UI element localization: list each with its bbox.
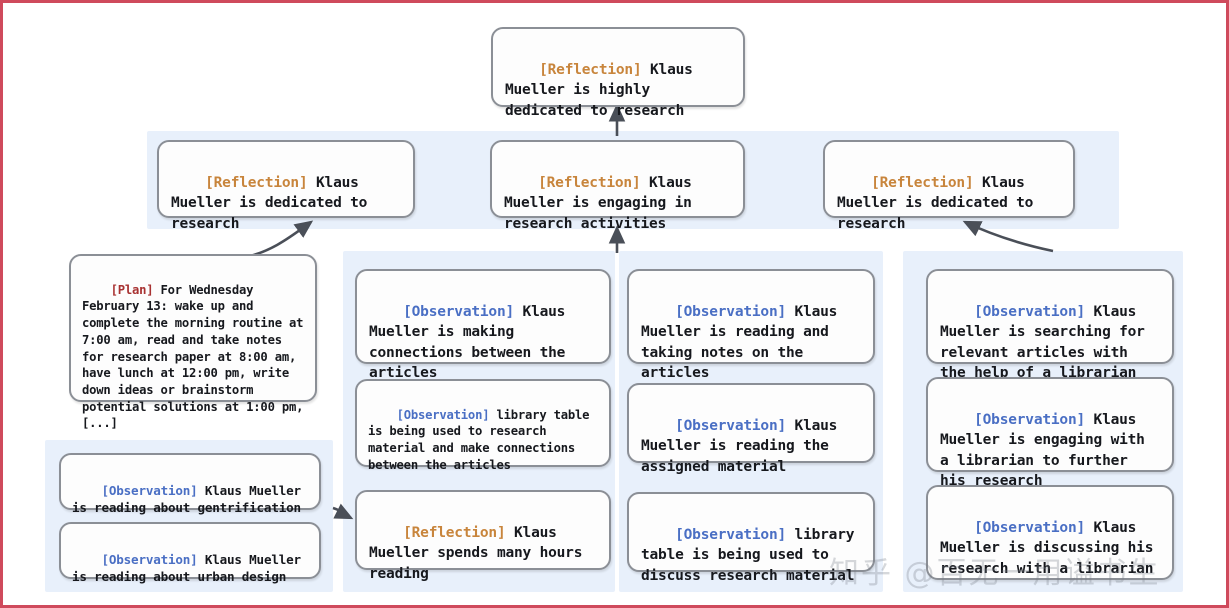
observation-tag: [Observation] — [974, 411, 1086, 428]
reflection-tag: [Reflection] — [403, 524, 506, 541]
node-obs-col2-2[interactable]: [Observation] Klaus Mueller is reading t… — [627, 383, 875, 475]
node-text: Klaus Mueller is reading about gentrific… — [72, 482, 309, 516]
watermark: 知乎 @百无一用谥书生 — [829, 556, 1161, 591]
node-text: Klaus Mueller spends many hours reading — [369, 524, 591, 582]
node-text: Klaus Mueller is discussing his research… — [940, 519, 1162, 577]
node-text: Klaus Mueller is reading and taking note… — [641, 303, 846, 382]
observation-tag: [Observation] — [974, 303, 1086, 320]
node-plan[interactable]: [Plan] For Wednesday February 13: wake u… — [69, 254, 317, 430]
observation-tag: [Observation] — [101, 551, 198, 567]
node-text: For Wednesday February 13: wake up and c… — [82, 282, 311, 431]
node-text: Klaus Mueller is dedicated to research — [171, 174, 376, 232]
node-obs-col3-2[interactable]: [Observation] Klaus Mueller is engaging … — [926, 377, 1174, 489]
reflection-tag: [Reflection] — [538, 174, 641, 191]
reflection-tag: [Reflection] — [205, 174, 308, 191]
node-text: library table is being used to research … — [368, 407, 597, 472]
node-text: Klaus Mueller is dedicated to research — [837, 174, 1042, 232]
node-text: Klaus Mueller is reading the assigned ma… — [641, 417, 846, 475]
node-obs-col2-3[interactable]: [Observation] library table is being use… — [627, 492, 875, 584]
observation-tag: [Observation] — [101, 482, 198, 498]
node-mid-reflection-center[interactable]: [Reflection] Klaus Mueller is engaging i… — [490, 140, 745, 232]
node-mid-reflection-right[interactable]: [Reflection] Klaus Mueller is dedicated … — [823, 140, 1075, 232]
observation-tag: [Observation] — [396, 407, 490, 422]
node-text: library table is being used to discuss r… — [641, 526, 863, 584]
observation-tag: [Observation] — [675, 417, 787, 434]
node-text: Klaus Mueller is highly dedicated to res… — [505, 61, 702, 119]
node-mid-reflection-left[interactable]: [Reflection] Klaus Mueller is dedicated … — [157, 140, 415, 232]
node-text: Klaus Mueller is reading about urban des… — [72, 551, 309, 585]
observation-tag: [Observation] — [974, 519, 1086, 536]
node-refl-col1-3[interactable]: [Reflection] Klaus Mueller spends many h… — [355, 490, 611, 582]
node-obs-col1-1[interactable]: [Observation] Klaus Mueller is making co… — [355, 269, 611, 381]
node-text: Klaus Mueller is making connections betw… — [369, 303, 574, 382]
node-text: Klaus Mueller is engaging with a librari… — [940, 411, 1154, 490]
observation-tag: [Observation] — [675, 303, 787, 320]
node-top-reflection[interactable]: [Reflection] Klaus Mueller is highly ded… — [491, 27, 745, 119]
node-obs-col3-3[interactable]: [Observation] Klaus Mueller is discussin… — [926, 485, 1174, 580]
node-obs-left-1[interactable]: [Observation] Klaus Mueller is reading a… — [59, 453, 321, 515]
node-obs-left-2[interactable]: [Observation] Klaus Mueller is reading a… — [59, 522, 321, 584]
node-obs-col3-1[interactable]: [Observation] Klaus Mueller is searching… — [926, 269, 1174, 381]
observation-tag: [Observation] — [403, 303, 515, 320]
node-text: Klaus Mueller is engaging in research ac… — [504, 174, 701, 232]
node-obs-col2-1[interactable]: [Observation] Klaus Mueller is reading a… — [627, 269, 875, 381]
observation-tag: [Observation] — [675, 526, 787, 543]
node-obs-col1-2[interactable]: [Observation] library table is being use… — [355, 379, 611, 472]
plan-tag: [Plan] — [110, 282, 154, 297]
reflection-tag: [Reflection] — [871, 174, 974, 191]
reflection-tag: [Reflection] — [539, 61, 642, 78]
